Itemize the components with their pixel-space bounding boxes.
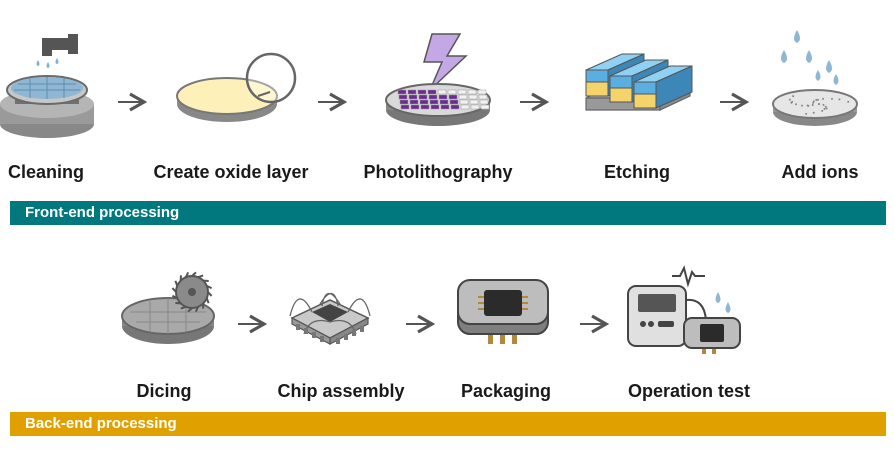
chip-assembly-icon (289, 292, 371, 345)
step-label-operation-test: Operation test (627, 381, 751, 401)
step-label-chip-assembly: Chip assembly (277, 381, 405, 401)
step-label-etching: Etching (604, 162, 670, 182)
photolithography-wafer-icon (385, 33, 491, 126)
step-label-packaging: Packaging (460, 381, 552, 401)
step-label-oxide: Create oxide layer (153, 162, 309, 182)
ion-wafer-icon (772, 30, 858, 126)
test-device-icon (627, 265, 741, 354)
step-label-dicing: Dicing (136, 381, 192, 401)
packaged-chip-icon (457, 279, 549, 344)
dicing-saw-icon (121, 271, 215, 344)
front-end-band-label: Front-end processing (25, 204, 180, 221)
step-label-cleaning: Cleaning (7, 162, 85, 182)
step-label-add-ions: Add ions (781, 162, 859, 182)
front-end-band: Front-end processing (10, 201, 886, 225)
back-end-band-label: Back-end processing (25, 415, 177, 432)
step-label-photolithography: Photolithography (363, 162, 513, 182)
etching-blocks-icon (585, 53, 693, 111)
cleaning-wafer-icon (0, 34, 94, 138)
oxide-layer-wafer-icon (176, 52, 297, 122)
back-end-band: Back-end processing (10, 412, 886, 436)
